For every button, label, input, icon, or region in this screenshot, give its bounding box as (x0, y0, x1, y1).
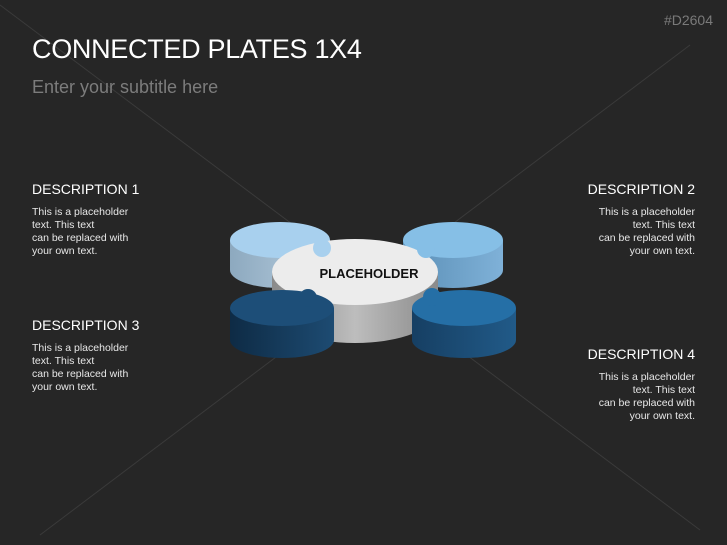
center-label: PLACEHOLDER (320, 266, 420, 281)
description-1[interactable]: DESCRIPTION 1 This is a placeholder text… (32, 181, 162, 258)
text-line: your own text. (32, 245, 98, 257)
description-text: This is a placeholder text. This text ca… (565, 371, 695, 423)
text-line: text. This text (632, 219, 695, 231)
text-line: This is a placeholder (598, 206, 695, 218)
slide-code: #D2604 (663, 12, 713, 28)
text-line: text. This text (32, 219, 95, 231)
text-line: text. This text (32, 355, 95, 367)
description-3[interactable]: DESCRIPTION 3 This is a placeholder text… (32, 317, 162, 394)
puzzle-knob (417, 240, 435, 258)
description-4[interactable]: DESCRIPTION 4 This is a placeholder text… (565, 346, 695, 423)
plate-3 (230, 290, 334, 358)
puzzle-knob (299, 289, 317, 307)
text-line: This is a placeholder (32, 206, 129, 218)
text-line: can be replaced with (598, 397, 695, 409)
center-top (285, 246, 425, 298)
description-heading: DESCRIPTION 3 (32, 317, 140, 333)
description-heading: DESCRIPTION 2 (587, 181, 695, 197)
puzzle-knob (313, 239, 331, 257)
puzzle-knob (423, 288, 441, 306)
description-heading: DESCRIPTION 4 (587, 346, 695, 362)
text-line: your own text. (629, 245, 695, 257)
description-text: This is a placeholder text. This text ca… (32, 342, 162, 394)
text-line: text. This text (632, 384, 695, 396)
text-line: This is a placeholder (598, 371, 695, 383)
text-line: your own text. (629, 410, 695, 422)
slide-subtitle[interactable]: Enter your subtitle here (32, 77, 219, 97)
text-line: your own text. (32, 381, 98, 393)
text-line: can be replaced with (32, 368, 129, 380)
description-text: This is a placeholder text. This text ca… (32, 206, 162, 258)
text-line: This is a placeholder (32, 342, 129, 354)
description-2[interactable]: DESCRIPTION 2 This is a placeholder text… (565, 181, 695, 258)
text-line: can be replaced with (32, 232, 129, 244)
text-line: can be replaced with (598, 232, 695, 244)
description-heading: DESCRIPTION 1 (32, 181, 140, 197)
description-text: This is a placeholder text. This text ca… (565, 206, 695, 258)
slide-title[interactable]: CONNECTED PLATES 1X4 (32, 34, 362, 64)
